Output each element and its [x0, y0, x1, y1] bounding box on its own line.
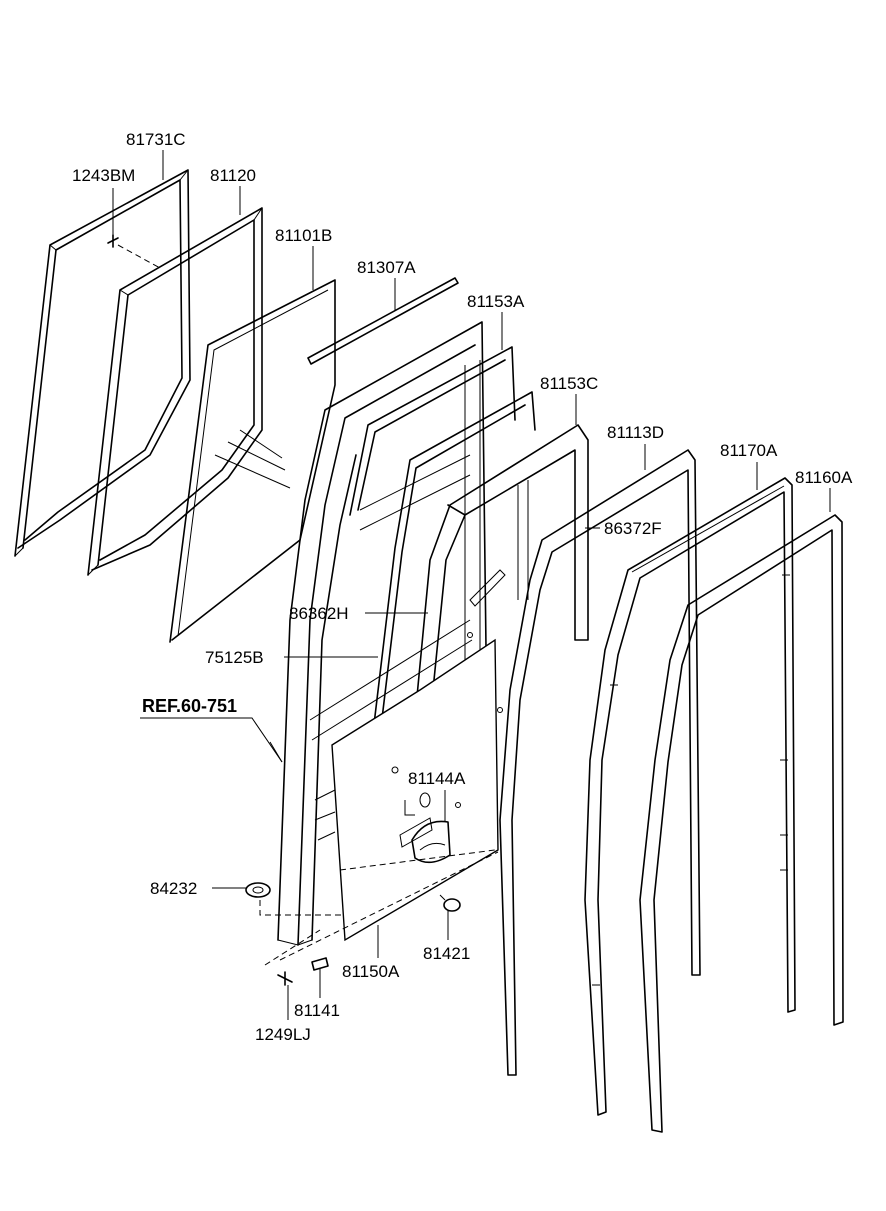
- label-81153a: 81153A: [467, 292, 525, 311]
- leader-lines: [112, 150, 831, 1020]
- label-1249lj: 1249LJ: [255, 1025, 311, 1044]
- alignment-line: [279, 851, 499, 961]
- label-81170a: 81170A: [720, 441, 778, 460]
- clip-81141[interactable]: [311, 957, 329, 971]
- clip-81421[interactable]: [439, 894, 461, 912]
- label-1243bm: 1243BM: [72, 166, 135, 185]
- label-81160a: 81160A: [795, 468, 853, 487]
- label-86372f: 86372F: [604, 519, 662, 538]
- weatherstrip-81170a[interactable]: [584, 477, 796, 1116]
- label-81307a: 81307A: [357, 258, 416, 277]
- label-81153c: 81153C: [540, 374, 598, 393]
- plug-84232[interactable]: [245, 882, 345, 916]
- label-81113d: 81113D: [607, 423, 664, 442]
- belt-channel-81113d[interactable]: [499, 449, 701, 1076]
- moulding-strip-81307a[interactable]: [307, 277, 459, 365]
- channel-81153c[interactable]: [369, 391, 536, 759]
- label-81101b: 81101B: [275, 226, 332, 245]
- label-81120: 81120: [210, 166, 256, 185]
- label-81144a: 81144A: [408, 769, 466, 788]
- label-81421: 81421: [423, 944, 470, 963]
- label-81731c: 81731C: [126, 130, 186, 149]
- glass-run-frame-81120[interactable]: [87, 207, 263, 576]
- channel-81153a[interactable]: [349, 346, 516, 516]
- label-84232: 84232: [150, 879, 197, 898]
- handle-housing-81144a[interactable]: [404, 792, 451, 864]
- screw-1243bm[interactable]: [107, 234, 161, 269]
- label-ref-60-751: REF.60-751: [142, 696, 237, 716]
- alignment-line: [339, 849, 496, 871]
- label-86362h: 86362H: [289, 604, 349, 623]
- weatherstrip-81160a[interactable]: [639, 514, 844, 1133]
- door-glass-81101b[interactable]: [169, 279, 336, 643]
- screw-1249lj[interactable]: [264, 929, 321, 986]
- channel-86372f[interactable]: [409, 424, 589, 771]
- label-75125b: 75125B: [205, 648, 264, 667]
- door-inner-frame[interactable]: [277, 321, 487, 946]
- label-81150a: 81150A: [342, 962, 400, 981]
- seal-frame-81731c[interactable]: [14, 169, 191, 557]
- door-trim-panel-81150a[interactable]: [331, 569, 506, 942]
- label-81141: 81141: [294, 1001, 340, 1020]
